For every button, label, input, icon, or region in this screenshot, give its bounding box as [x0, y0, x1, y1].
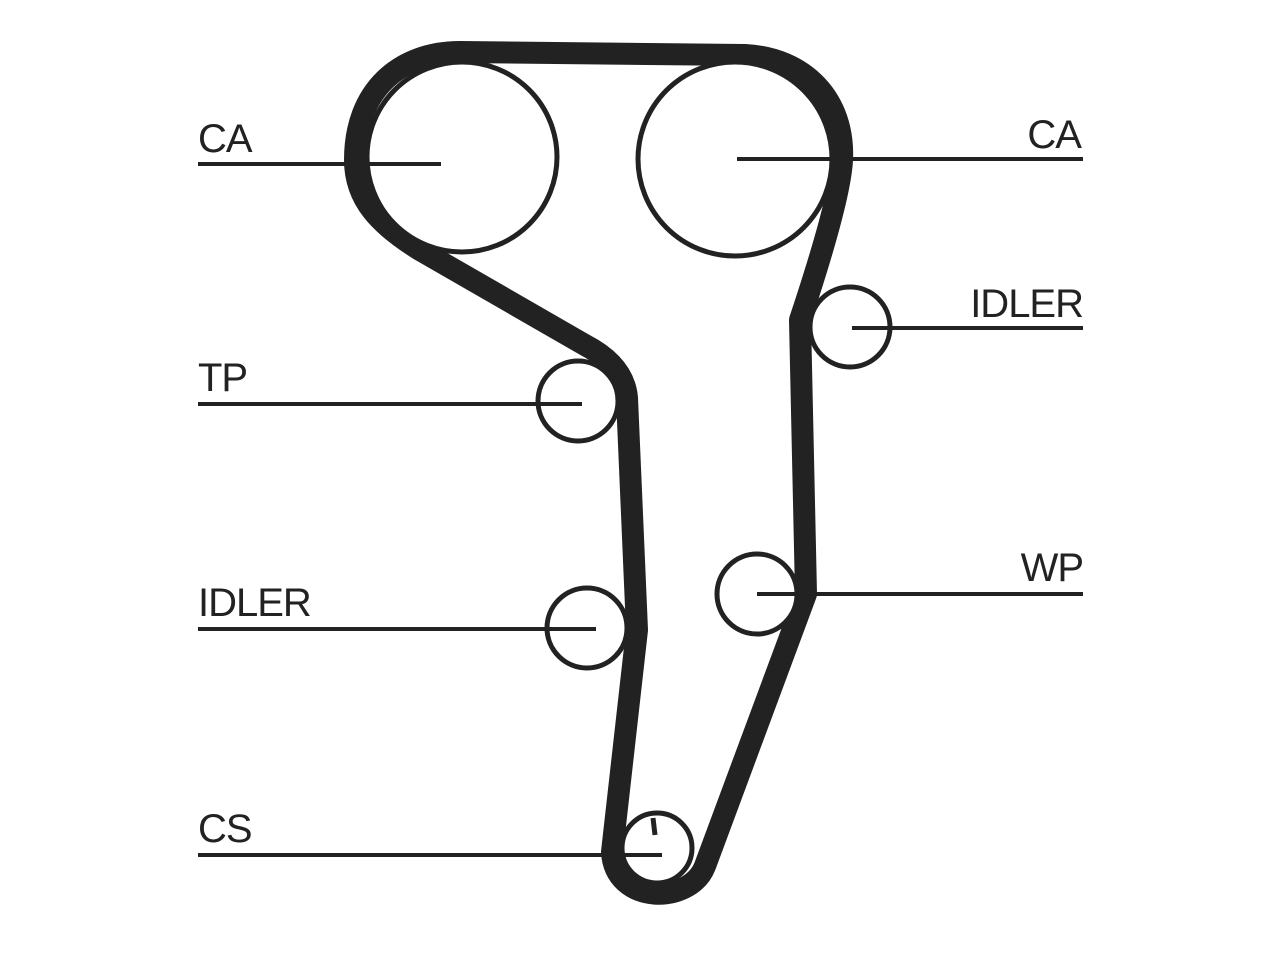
label-idler-left: IDLER: [198, 581, 311, 625]
crankshaft-sprocket: [619, 810, 695, 886]
camshaft-pulley-left: [364, 59, 560, 255]
crankshaft-timing-mark: [650, 817, 658, 836]
label-wp: WP: [1021, 546, 1083, 590]
label-tp: TP: [198, 356, 247, 400]
label-idler-right: IDLER: [970, 282, 1083, 326]
label-cs: CS: [198, 807, 252, 851]
timing-belt: [344, 41, 854, 905]
tensioner-pulley: [535, 358, 621, 444]
label-ca-right: CA: [1027, 113, 1082, 157]
label-ca-left: CA: [198, 117, 253, 161]
